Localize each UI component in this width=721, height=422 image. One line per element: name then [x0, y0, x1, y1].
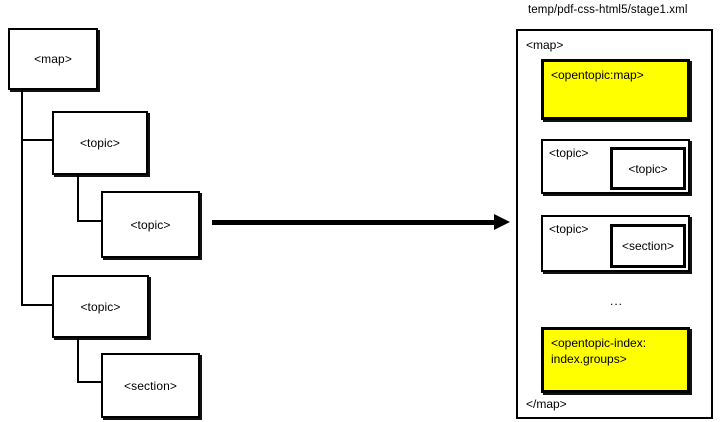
tree-connector-map-to-topic2: [21, 304, 54, 306]
tree-node-section-1-label: <section>: [124, 378, 177, 393]
output-document-panel: <map> <opentopic:map> <topic> <topic> <t…: [516, 29, 713, 419]
topic-group-2: <topic> <section>: [541, 215, 690, 272]
topic-group-1: <topic> <topic>: [541, 139, 690, 194]
tree-node-map: <map>: [8, 28, 98, 90]
tree-connector-topic2-to-section: [77, 381, 103, 383]
tree-node-topic-2: <topic>: [52, 275, 149, 338]
topic-group-2-label: <topic>: [549, 222, 589, 236]
tree-node-topic-1-1-label: <topic>: [130, 217, 171, 232]
tree-connector-trunk: [21, 90, 23, 306]
tree-node-section-1: <section>: [101, 353, 200, 418]
topic-group-2-inner: <section>: [610, 224, 686, 268]
tree-node-topic-1-label: <topic>: [79, 136, 121, 150]
tree-node-topic-2-label: <topic>: [80, 299, 121, 314]
tree-connector-topic2-down: [77, 338, 79, 383]
tree-connector-topic1-down: [77, 175, 79, 222]
transform-arrow-head-icon: [494, 214, 510, 230]
opentopic-index-block: <opentopic-index: index.groups>: [541, 327, 690, 393]
map-open-tag: <map>: [526, 38, 564, 52]
tree-node-topic-1: <topic>: [52, 111, 148, 175]
topic-group-1-inner: <topic>: [610, 147, 686, 190]
opentopic-map-block: <opentopic:map>: [541, 59, 690, 120]
tree-connector-topic1-to-topic11: [77, 220, 103, 222]
map-close-tag: </map>: [526, 397, 567, 411]
output-file-title: temp/pdf-css-html5/stage1.xml: [528, 4, 688, 16]
tree-node-map-label: <map>: [34, 52, 72, 66]
transform-arrow-shaft: [212, 220, 498, 225]
tree-node-topic-1-1: <topic>: [101, 191, 200, 258]
content-ellipsis: ...: [610, 294, 624, 308]
topic-group-1-label: <topic>: [549, 146, 589, 160]
tree-connector-map-to-topic1: [21, 139, 54, 141]
